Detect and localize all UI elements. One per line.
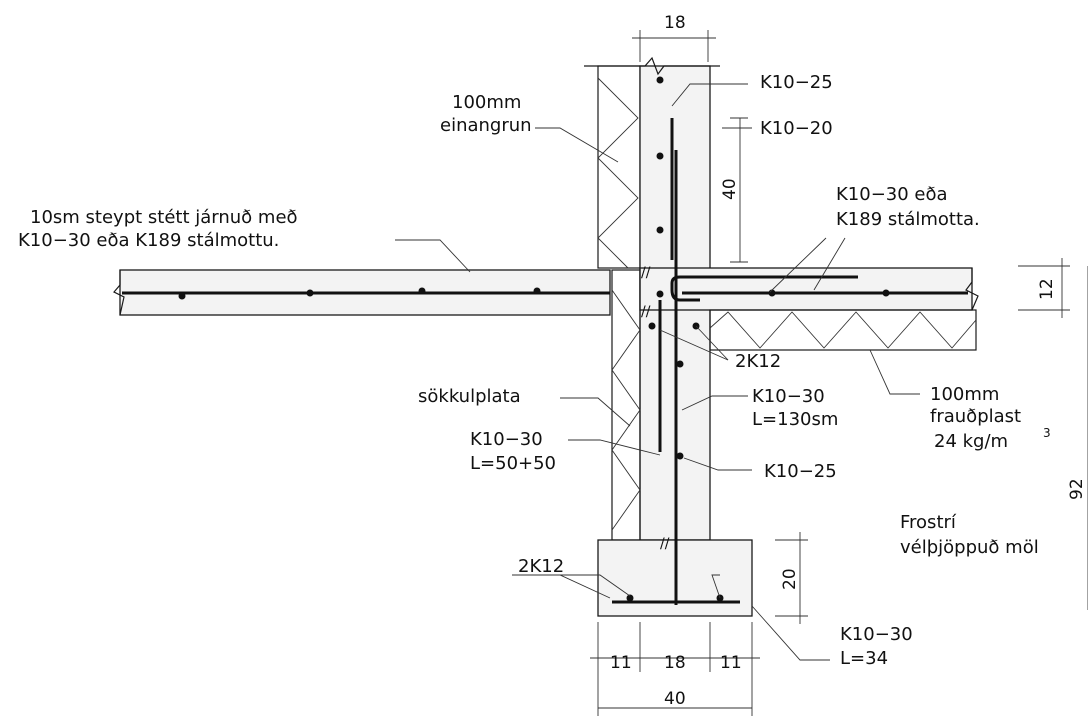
- label-foam-2: frauðplast: [930, 406, 1021, 427]
- dim-slab-thickness: 12: [1037, 278, 1057, 300]
- label-slab-outside-2: K10−30 eða K189 stálmottu.: [18, 230, 279, 251]
- dim-total-height: 92: [1067, 478, 1087, 500]
- svg-text://: //: [641, 304, 651, 320]
- label-bar-mid: K10−25: [764, 461, 837, 482]
- label-insulation-wall-1: 100mm: [452, 92, 521, 113]
- dim-wall-thickness: 18: [664, 13, 686, 33]
- svg-text://: //: [660, 536, 670, 552]
- label-gravel-1: Frostrí: [900, 512, 957, 533]
- label-insulation-wall-2: einangrun: [440, 115, 532, 136]
- dim-footing-left: 11: [610, 653, 632, 673]
- label-gravel-2: vélþjöppuð möl: [900, 537, 1039, 558]
- dim-footing-mid: 18: [664, 653, 686, 673]
- label-bar-short-2: L=50+50: [470, 453, 556, 474]
- wall-insulation: [597, 65, 641, 269]
- label-2k12-footing: 2K12: [518, 556, 564, 577]
- label-slab-inside-2: K189 stálmotta.: [836, 209, 980, 230]
- dimension-lines: [590, 30, 1088, 716]
- label-2k12-mid: 2K12: [735, 351, 781, 372]
- joint-marks: // // //: [641, 265, 670, 552]
- label-bar-long-2: L=130sm: [752, 409, 838, 430]
- annotation-labels: 100mm einangrun 10sm steypt stétt járnuð…: [18, 72, 1051, 669]
- wall-break-line: [584, 56, 720, 76]
- dim-upper-bar: 40: [720, 178, 740, 200]
- floor-insulation: [709, 309, 977, 351]
- dimension-labels: 18 40 12 92 20 11 18 11 40: [610, 13, 1087, 709]
- label-bar-upper: K10−20: [760, 118, 833, 139]
- label-foam-exp: 3: [1043, 426, 1051, 440]
- label-sokkulplata: sökkulplata: [418, 386, 521, 407]
- label-slab-inside-1: K10−30 eða: [836, 184, 948, 205]
- dim-footing-width: 40: [664, 689, 686, 709]
- label-bar-footing-1: K10−30: [840, 624, 913, 645]
- label-foam-3: 24 kg/m: [934, 431, 1008, 452]
- label-slab-outside-1: 10sm steypt stétt járnuð með: [30, 207, 298, 228]
- label-bar-long-1: K10−30: [752, 386, 825, 407]
- label-foam-1: 100mm: [930, 384, 999, 405]
- label-bar-short-1: K10−30: [470, 429, 543, 450]
- dim-footing-height: 20: [780, 568, 800, 590]
- label-bar-footing-2: L=34: [840, 648, 888, 669]
- dim-footing-right: 11: [720, 653, 742, 673]
- reinforcement: [122, 76, 968, 605]
- svg-text://: //: [641, 265, 651, 281]
- label-bar-top: K10−25: [760, 72, 833, 93]
- plinth-insulation: [611, 269, 641, 541]
- leader-lines: [395, 83, 920, 661]
- inside-slab: [639, 267, 979, 311]
